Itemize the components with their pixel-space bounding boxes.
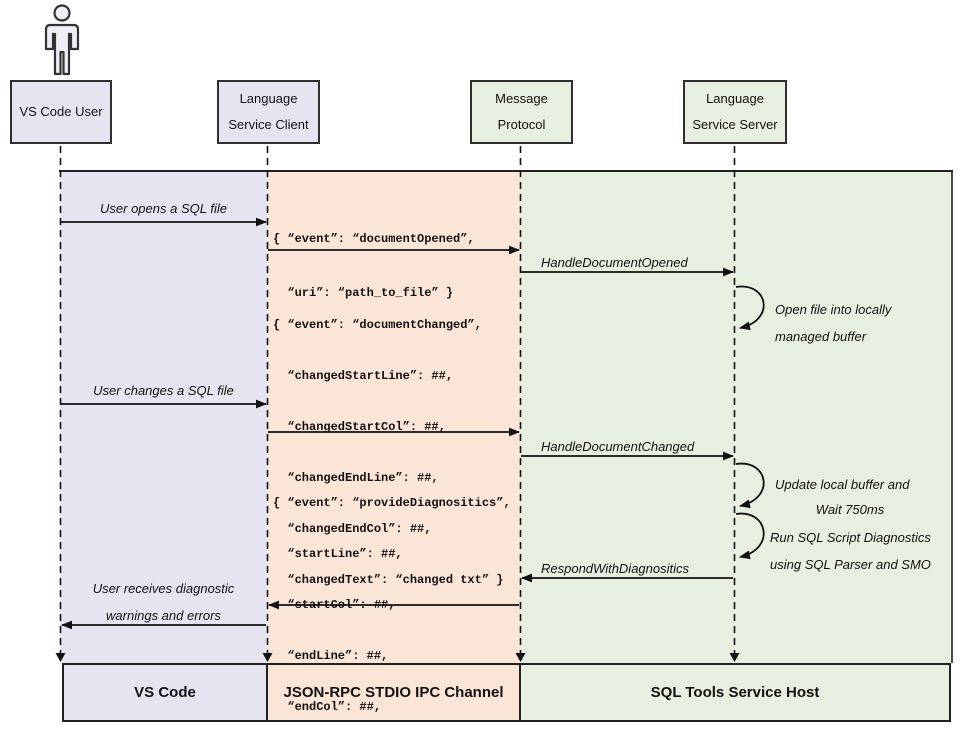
payload-line: “startCol”: ##, — [273, 598, 396, 612]
payload-line: “changedStartLine”: ##, — [273, 369, 454, 383]
footer-box-service-host: SQL Tools Service Host — [519, 663, 951, 722]
call-handle-document-opened: HandleDocumentOpened — [541, 255, 688, 270]
note-open-file: Open file into locally managed buffer — [775, 296, 891, 350]
actor-label: Language — [239, 91, 298, 106]
actor-label: Message — [495, 91, 548, 106]
payload-line: “endLine”: ##, — [273, 649, 389, 663]
actor-label: Service Server — [692, 117, 778, 132]
footer-box-vscode: VS Code — [62, 663, 268, 722]
footer-label: JSON-RPC STDIO IPC Channel — [283, 684, 504, 701]
note-line: Run SQL Script Diagnostics — [770, 530, 931, 545]
message-user-opens: User opens a SQL file — [100, 201, 227, 216]
actor-label: Protocol — [497, 117, 546, 132]
note-line: Update local buffer and — [775, 477, 910, 492]
payload-line: “startLine”: ##, — [273, 547, 403, 561]
payload-line: { “event”: “provideDiagnositics”, — [273, 496, 511, 510]
footer-label: SQL Tools Service Host — [650, 684, 820, 701]
actor-label: Service Client — [228, 117, 309, 132]
footer-box-ipc-channel: JSON-RPC STDIO IPC Channel — [266, 663, 521, 722]
payload-document-changed: { “event”: “documentChanged”, “changedSt… — [273, 286, 503, 620]
call-respond-with-diagnostics: RespondWithDiagnositics — [541, 561, 690, 576]
payload-line: “changedEndCol”: ##, — [273, 522, 432, 536]
payload-line: { “event”: “documentOpened”, — [273, 232, 475, 246]
payload-line: { “event”: “documentChanged”, — [273, 318, 482, 332]
actor-box-language-service-client: Language Service Client — [217, 80, 320, 144]
note-line: using SQL Parser and SMO — [770, 557, 931, 572]
message-user-receives: User receives diagnostic warnings and er… — [60, 575, 267, 629]
lane-vscode — [60, 172, 267, 663]
actor-label: VS Code User — [19, 104, 103, 119]
payload-line: “endCol”: ##, — [273, 700, 382, 714]
payload-document-opened: { “event”: “documentOpened”, “uri”: “pat… — [273, 198, 475, 334]
message-line: User receives diagnostic — [92, 581, 235, 596]
actor-box-language-service-server: Language Service Server — [683, 80, 787, 144]
footer-label: VS Code — [134, 684, 196, 701]
actor-label: Language — [706, 91, 764, 106]
lane-ipc-channel — [267, 172, 520, 663]
payload-line: “changedEndLine”: ##, — [273, 471, 439, 485]
message-user-changes: User changes a SQL file — [93, 383, 234, 398]
payload-line: “changedStartCol”: ##, — [273, 420, 446, 434]
note-update-buffer: Update local buffer and Wait 750ms — [775, 472, 925, 522]
note-run-diagnostics: Run SQL Script Diagnostics using SQL Par… — [770, 524, 931, 578]
actor-box-vscode-user: VS Code User — [10, 80, 112, 144]
message-line: warnings and errors — [106, 608, 221, 623]
payload-line: “changedText”: “changed txt” } — [273, 573, 504, 587]
payload-provide-diagnostics: { “event”: “provideDiagnositics”, “start… — [273, 464, 511, 732]
user-actor-icon — [44, 4, 80, 76]
lane-service-host — [520, 172, 953, 663]
note-line: Open file into locally — [775, 302, 892, 317]
call-handle-document-changed: HandleDocumentChanged — [541, 439, 695, 454]
payload-line: “uri”: “path_to_file” } — [273, 286, 454, 300]
note-line: managed buffer — [775, 329, 867, 344]
note-line: Wait 750ms — [815, 502, 885, 517]
actor-box-message-protocol: Message Protocol — [470, 80, 573, 144]
